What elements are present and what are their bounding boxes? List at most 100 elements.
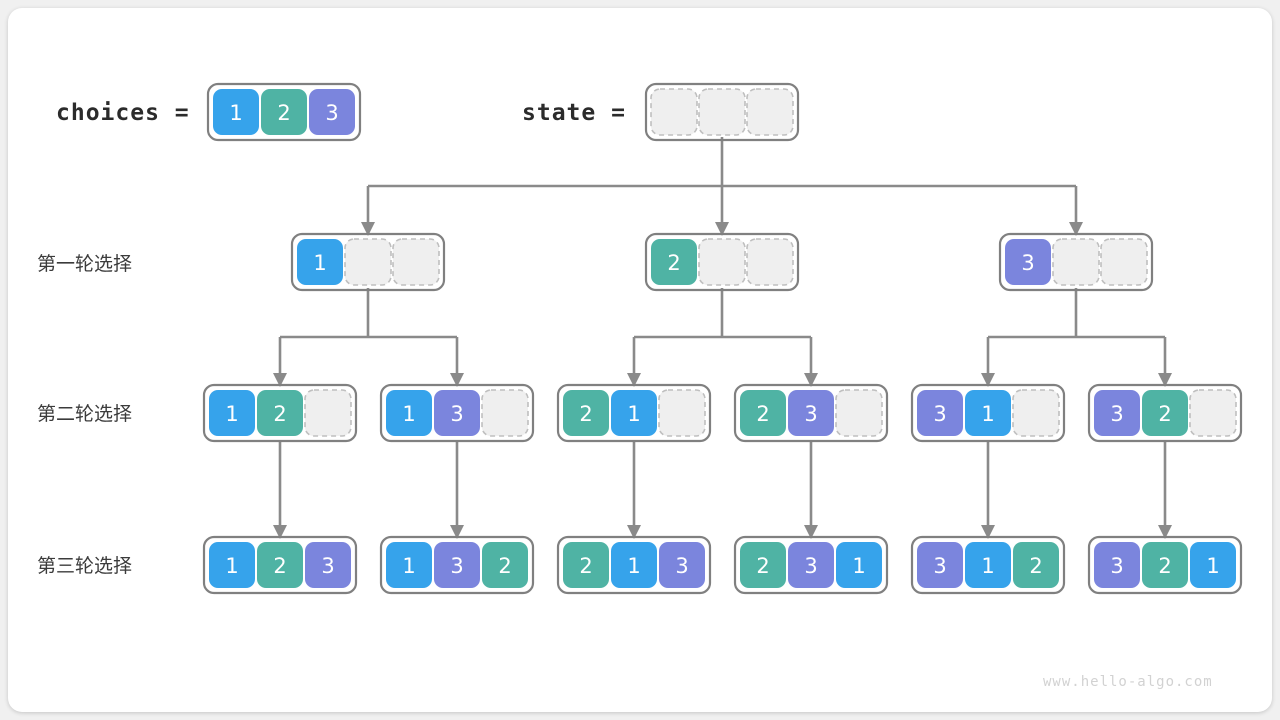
state-cell-filled xyxy=(788,542,834,588)
state-cell-filled xyxy=(261,89,307,135)
state-cell-value: 2 xyxy=(273,554,286,578)
state-cell-filled xyxy=(1142,542,1188,588)
choices-label: choices = xyxy=(56,100,190,126)
state-cell-filled xyxy=(1005,239,1051,285)
state-cell-filled xyxy=(965,542,1011,588)
state-cell-value: 2 xyxy=(1158,402,1171,426)
state-array-frame xyxy=(733,383,889,443)
state-cell-value: 3 xyxy=(321,554,334,578)
state-cell-empty xyxy=(481,389,529,437)
state-cell-value: 1 xyxy=(225,554,238,578)
connector-round1c-to-round2 xyxy=(981,288,1172,387)
state-cell-empty xyxy=(746,238,794,286)
state-cell-filled xyxy=(434,542,480,588)
state-cell-value: 1 xyxy=(627,402,640,426)
state-cell-value: 1 xyxy=(852,554,865,578)
state-cell-filled xyxy=(309,89,355,135)
state-cell-empty xyxy=(698,88,746,136)
state-cell-filled xyxy=(209,542,255,588)
state-cell-value: 3 xyxy=(1110,402,1123,426)
state-cell-empty xyxy=(650,88,698,136)
connector-root-to-round1 xyxy=(361,137,1083,236)
row-label-round2: 第二轮选择 xyxy=(37,403,132,425)
state-cell-empty xyxy=(1189,389,1237,437)
state-array-frame xyxy=(202,383,358,443)
state-cell-filled xyxy=(836,542,882,588)
round1-node-1: 1 xyxy=(290,232,446,292)
round3-node-1: 1 2 3 xyxy=(202,535,358,595)
state-cell-filled xyxy=(213,89,259,135)
state-cell-empty xyxy=(1052,238,1100,286)
connector-round1b-to-round2 xyxy=(627,288,818,387)
round3-node-4: 2 3 1 xyxy=(733,535,889,595)
state-array xyxy=(644,82,800,142)
state-array-frame xyxy=(910,535,1066,595)
state-cell-filled xyxy=(563,542,609,588)
state-array-frame xyxy=(556,383,712,443)
state-array-frame xyxy=(733,535,889,595)
state-cell-filled xyxy=(1094,542,1140,588)
state-cell-value: 2 xyxy=(498,554,511,578)
state-array-frame xyxy=(202,535,358,595)
state-cell-value: 3 xyxy=(325,101,338,125)
state-cell-filled xyxy=(611,390,657,436)
state-cell-value: 2 xyxy=(756,554,769,578)
state-cell-value: 3 xyxy=(1021,251,1034,275)
row-label-round3: 第三轮选择 xyxy=(37,555,132,577)
state-cell-filled xyxy=(917,390,963,436)
state-cell-empty xyxy=(746,88,794,136)
state-cell-empty xyxy=(304,389,352,437)
state-cell-value: 3 xyxy=(933,554,946,578)
state-cell-value: 1 xyxy=(981,402,994,426)
state-cell-filled xyxy=(651,239,697,285)
state-cell-filled xyxy=(740,542,786,588)
state-array-frame xyxy=(910,383,1066,443)
state-cell-empty xyxy=(1012,389,1060,437)
state-cell-value: 1 xyxy=(1206,554,1219,578)
state-cell-filled xyxy=(1142,390,1188,436)
round1-node-3: 3 xyxy=(998,232,1154,292)
state-cell-value: 2 xyxy=(1158,554,1171,578)
state-cell-value: 2 xyxy=(579,402,592,426)
state-cell-empty xyxy=(698,238,746,286)
state-cell-filled xyxy=(386,542,432,588)
state-array-frame xyxy=(556,535,712,595)
state-cell-value: 3 xyxy=(804,402,817,426)
state-cell-value: 3 xyxy=(450,402,463,426)
state-cell-empty xyxy=(344,238,392,286)
state-cell-filled xyxy=(965,390,1011,436)
state-cell-filled xyxy=(917,542,963,588)
state-cell-value: 3 xyxy=(804,554,817,578)
state-cell-filled xyxy=(1094,390,1140,436)
connector-round1a-to-round2 xyxy=(273,288,464,387)
state-cell-value: 2 xyxy=(579,554,592,578)
state-cell-value: 2 xyxy=(667,251,680,275)
state-cell-value: 2 xyxy=(273,402,286,426)
state-cell-filled xyxy=(788,390,834,436)
state-cell-value: 3 xyxy=(933,402,946,426)
state-array-frame xyxy=(644,82,800,142)
state-array-frame xyxy=(998,232,1154,292)
state-cell-filled xyxy=(305,542,351,588)
state-array-frame xyxy=(206,82,362,142)
state-cell-value: 2 xyxy=(756,402,769,426)
state-cell-filled xyxy=(611,542,657,588)
state-cell-empty xyxy=(658,389,706,437)
state-cell-empty xyxy=(392,238,440,286)
state-array-frame xyxy=(379,535,535,595)
state-cell-value: 2 xyxy=(1029,554,1042,578)
state-cell-empty xyxy=(1100,238,1148,286)
state-cell-empty xyxy=(835,389,883,437)
